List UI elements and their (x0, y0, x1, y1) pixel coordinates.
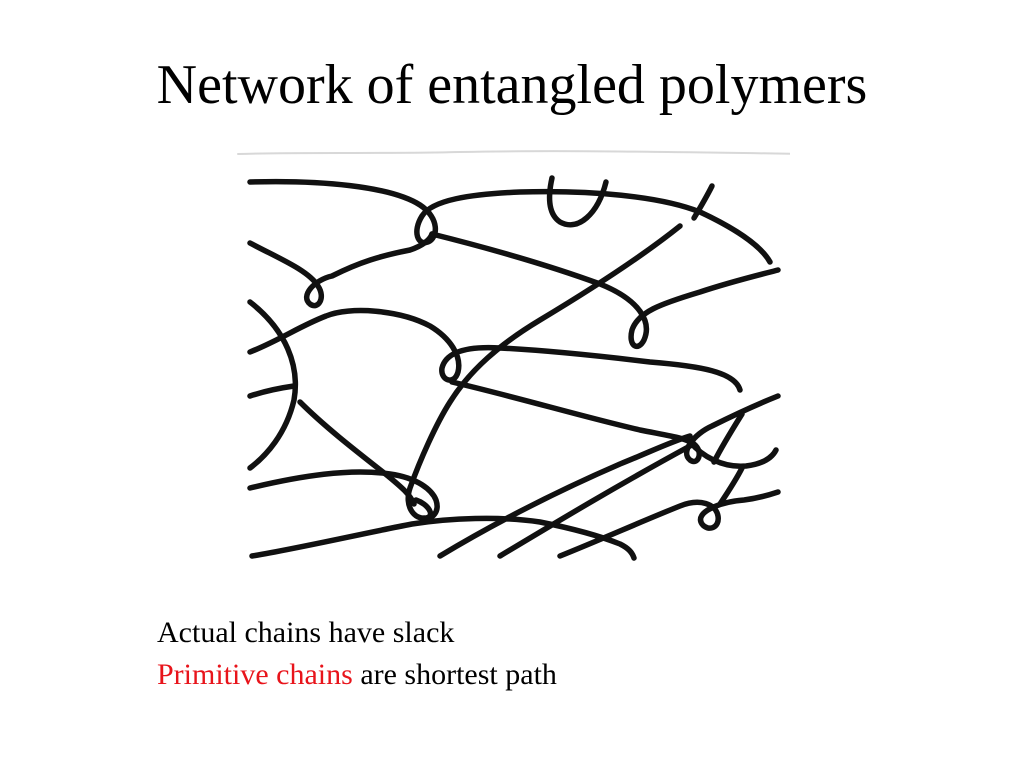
caption-line-actual-chains: Actual chains have slack (157, 616, 455, 649)
polymer-chain (247, 469, 440, 522)
polymer-chain (429, 231, 781, 350)
polymer-chain (237, 150, 790, 155)
polymer-chain (711, 411, 745, 465)
caption: Actual chains have slack Primitive chain… (157, 612, 557, 696)
polymer-chain (691, 183, 715, 221)
polymer-chain (247, 299, 299, 471)
polymer-chain (717, 465, 745, 507)
polymer-chain (249, 515, 637, 561)
polymer-chain (247, 231, 435, 309)
polymer-chain (247, 307, 743, 393)
polymer-chain (247, 383, 297, 399)
polymer-chain (297, 399, 417, 507)
polymer-chain (247, 178, 773, 265)
polymer-chain (437, 433, 693, 559)
polymer-chain (557, 489, 781, 559)
primitive-chains-highlight: Primitive chains (157, 658, 353, 691)
slide-title: Network of entangled polymers (156, 54, 868, 116)
entangled-polymer-network-diagram (237, 150, 790, 561)
polymer-chains (237, 150, 790, 561)
caption-line-primitive-chains: Primitive chains are shortest path (157, 654, 557, 696)
caption-line-rest: are shortest path (352, 658, 557, 691)
polymer-chain (497, 443, 693, 559)
polymer-chain (687, 439, 779, 469)
polymer-chain (449, 379, 781, 465)
polymer-chain (546, 175, 609, 228)
